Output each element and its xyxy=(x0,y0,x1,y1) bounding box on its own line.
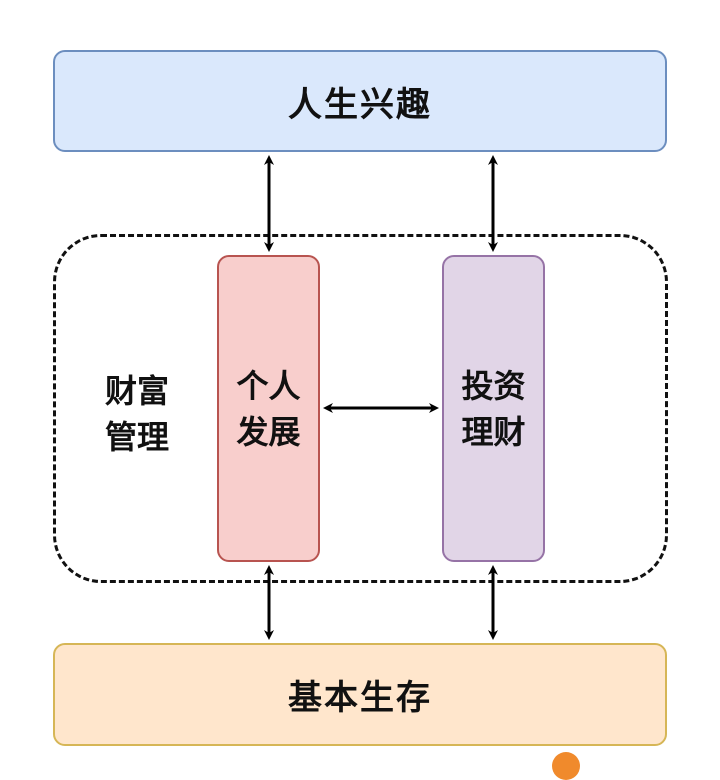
top-node: 人生兴趣 xyxy=(53,50,667,152)
right-node-line1: 投资 xyxy=(461,366,526,405)
group-label: 财富 管理 xyxy=(92,368,182,460)
bottom-node: 基本生存 xyxy=(53,643,667,746)
right-node-line2: 理财 xyxy=(461,412,526,451)
bottom-node-label: 基本生存 xyxy=(288,678,432,718)
watermark-logo-icon xyxy=(552,752,580,780)
group-label-line2: 管理 xyxy=(104,418,169,456)
left-node-line1: 个人 xyxy=(236,366,301,405)
left-node: 个人 发展 xyxy=(217,255,320,562)
right-node: 投资 理财 xyxy=(442,255,545,562)
group-label-line1: 财富 xyxy=(104,372,169,410)
wealth-management-group xyxy=(53,234,668,583)
left-node-line2: 发展 xyxy=(236,412,301,451)
top-node-label: 人生兴趣 xyxy=(288,84,432,125)
